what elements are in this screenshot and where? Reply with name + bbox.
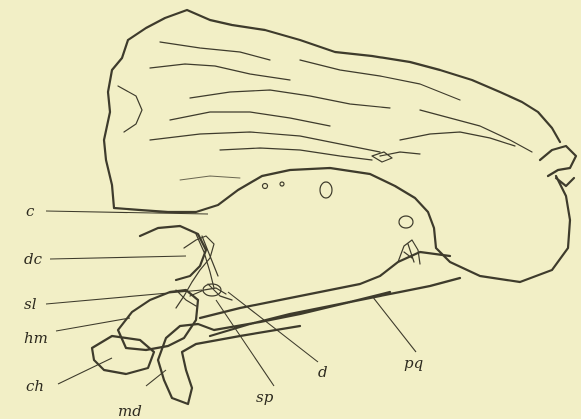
label-md: md (118, 402, 142, 419)
label-sl: sl (24, 295, 37, 313)
cranium-outline (104, 10, 570, 282)
label-pq: pq (404, 354, 423, 372)
mandible (158, 292, 390, 404)
foramina (263, 152, 414, 228)
snout-outline (540, 146, 576, 186)
cranium-contours (118, 42, 532, 180)
label-d: d (318, 363, 328, 381)
label-dc: dc (24, 250, 43, 268)
pterygoquadrate (200, 252, 460, 336)
label-hm: hm (24, 329, 48, 347)
label-c: c (26, 202, 35, 220)
hyomandibular (118, 290, 198, 350)
label-sp: sp (256, 388, 274, 406)
label-ch: ch (26, 377, 44, 395)
